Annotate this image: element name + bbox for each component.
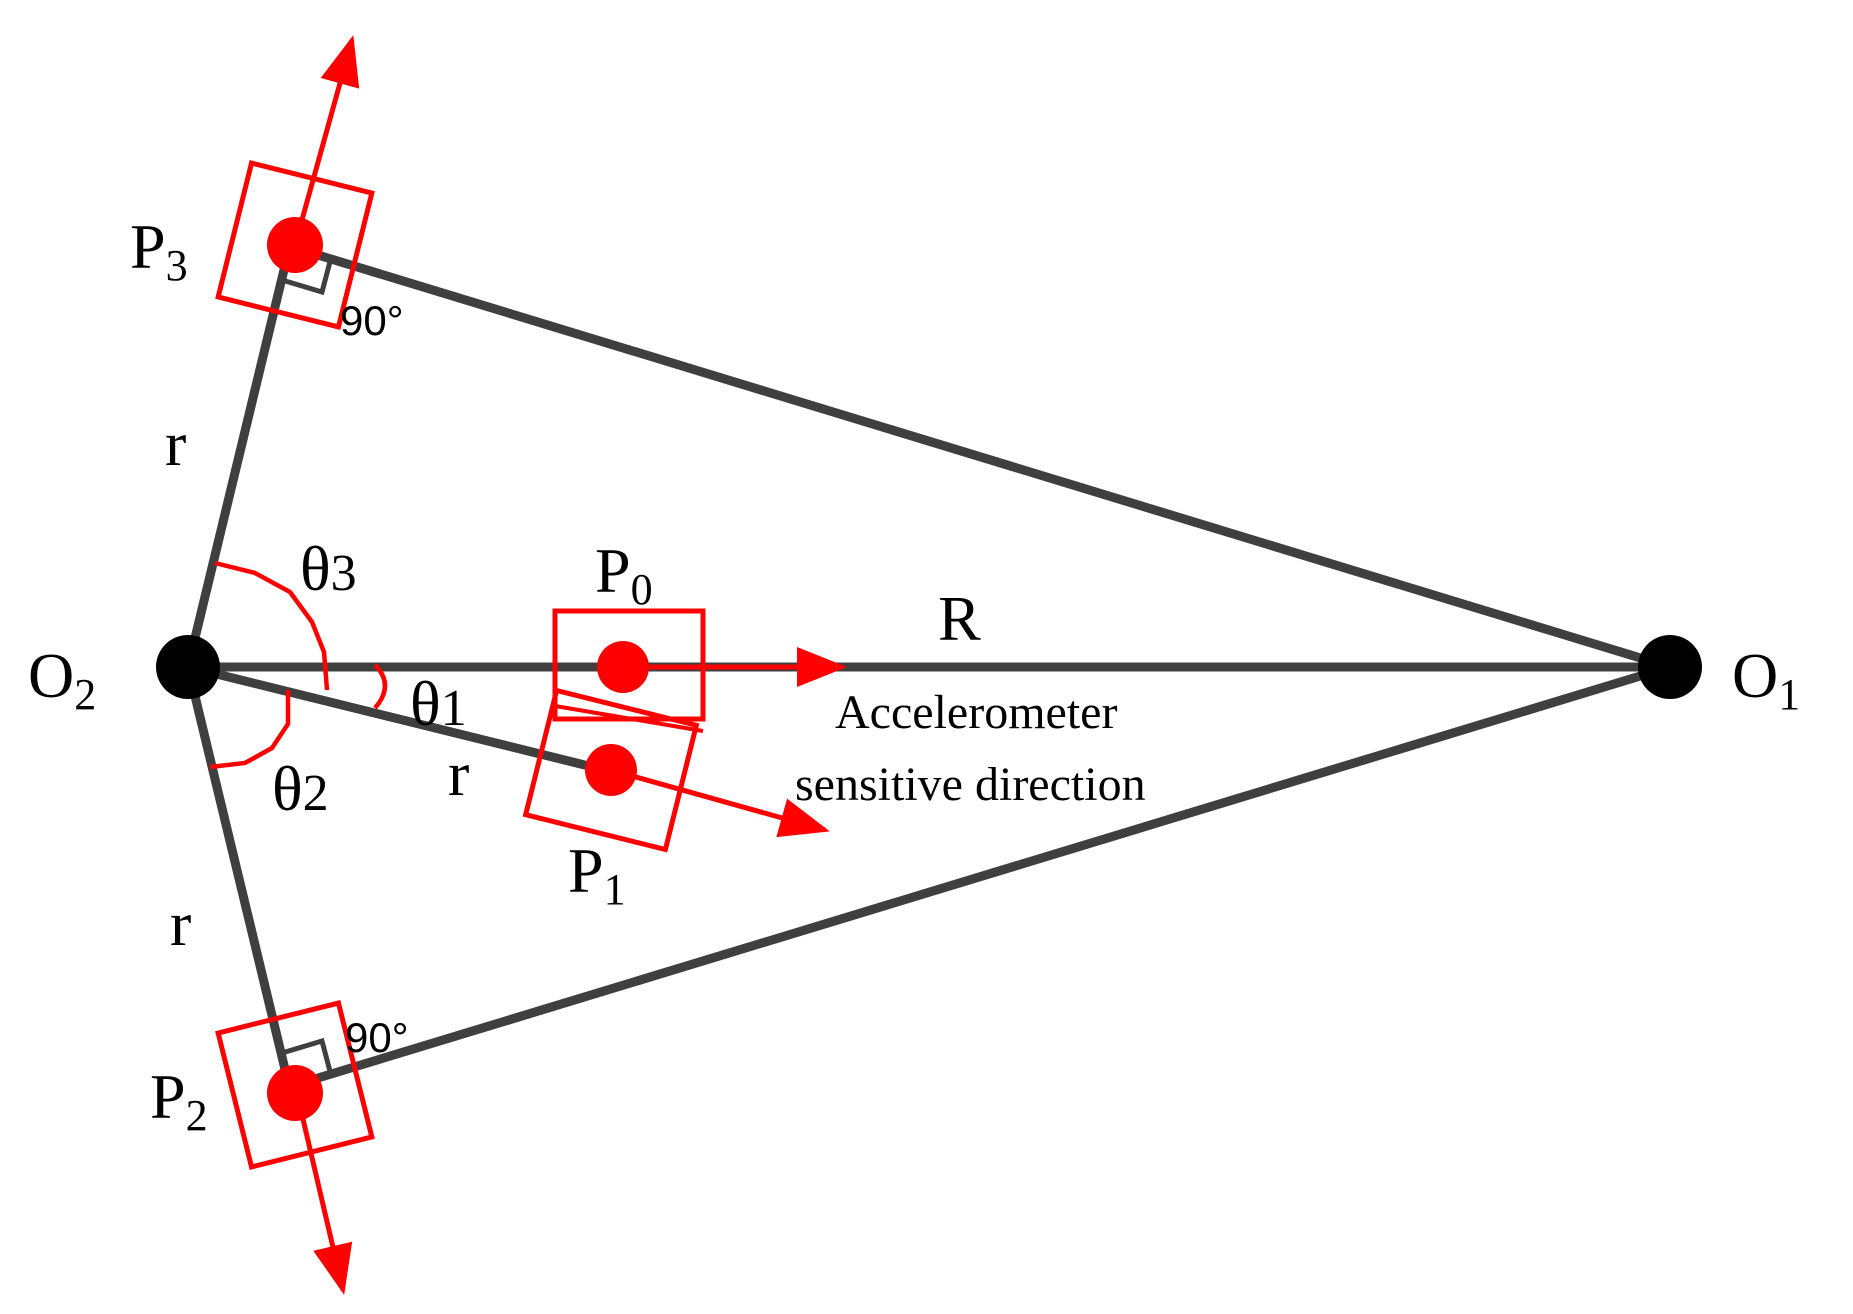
caption-accelerometer: Accelerometer bbox=[835, 686, 1117, 739]
sensor-dot-p1 bbox=[585, 744, 637, 796]
caption-sensitive-direction: sensitive direction bbox=[795, 758, 1146, 811]
label-p3: P3 bbox=[130, 211, 188, 290]
label-p0: P0 bbox=[595, 535, 653, 614]
label-r-lower: r bbox=[170, 888, 191, 959]
line-o2-p3 bbox=[183, 240, 295, 672]
line-p3-o1 bbox=[290, 243, 1675, 672]
angle-arc-theta2 bbox=[209, 690, 291, 770]
sensor-dots bbox=[267, 217, 649, 1121]
pivot-dot-o1 bbox=[1638, 635, 1702, 699]
line-p2-o1 bbox=[290, 662, 1675, 1090]
pivot-dot-o2 bbox=[156, 635, 220, 699]
angle-arc-theta1 bbox=[373, 663, 388, 710]
right-angle-marker-p3 bbox=[281, 257, 334, 296]
arrow-p1 bbox=[610, 767, 830, 838]
label-r-upper: r bbox=[165, 408, 186, 479]
label-r-middle: r bbox=[448, 738, 469, 809]
label-o1: O1 bbox=[1732, 640, 1800, 719]
label-90-lower: 90° bbox=[345, 1014, 409, 1061]
label-big-r: R bbox=[938, 583, 981, 654]
sensor-dot-p2 bbox=[267, 1065, 323, 1121]
right-angle-markers bbox=[281, 257, 334, 1076]
label-theta1: θ1 bbox=[410, 668, 467, 739]
sensor-dot-p3 bbox=[267, 217, 323, 273]
angle-arc-theta3 bbox=[214, 560, 330, 691]
angle-arcs bbox=[209, 560, 388, 770]
pivot-points bbox=[156, 635, 1702, 699]
label-o2: O2 bbox=[28, 640, 96, 719]
label-theta3: θ3 bbox=[300, 533, 357, 604]
label-90-upper: 90° bbox=[340, 297, 404, 344]
label-theta2: θ2 bbox=[272, 753, 329, 824]
structure-lines bbox=[183, 240, 1675, 1095]
arrow-p3 bbox=[292, 35, 360, 246]
label-p1: P1 bbox=[568, 835, 626, 914]
label-p2: P2 bbox=[150, 1061, 208, 1140]
right-angle-marker-p2 bbox=[281, 1037, 334, 1076]
sensor-box-connector bbox=[554, 704, 704, 733]
sensor-dot-p0 bbox=[597, 641, 649, 693]
line-o2-p1 bbox=[183, 662, 610, 775]
